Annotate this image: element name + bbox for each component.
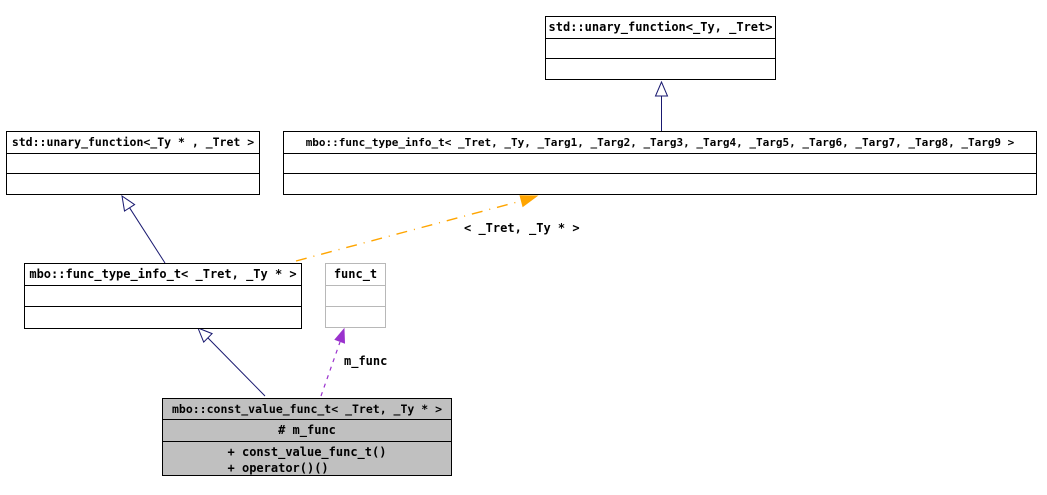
attribute-m-func: # m_func: [163, 420, 451, 442]
class-title: std::unary_function<_Ty, _Tret>: [546, 17, 775, 39]
class-title: std::unary_function<_Ty * , _Tret >: [7, 132, 259, 154]
methods-compartment: [25, 307, 301, 327]
methods-compartment: [284, 174, 1036, 194]
inheritance-arrow-functypeinfo-to-unaryfunction: [654, 80, 669, 131]
methods-compartment: [7, 174, 259, 194]
class-box-func-type-info-ptr[interactable]: mbo::func_type_info_t< _Tret, _Ty * >: [24, 263, 302, 329]
class-title: func_t: [326, 264, 385, 286]
method-operator-call: + operator()(): [227, 461, 329, 475]
attributes-compartment: [7, 154, 259, 174]
class-title: mbo::const_value_func_t< _Tret, _Ty * >: [163, 399, 451, 420]
class-box-const-value-func-t: mbo::const_value_func_t< _Tret, _Ty * > …: [162, 398, 452, 476]
attributes-compartment: [546, 39, 775, 59]
class-box-std-unary-function[interactable]: std::unary_function<_Ty, _Tret>: [545, 16, 776, 80]
class-box-func-t: func_t: [325, 263, 386, 328]
usage-arrow-m-func: [320, 327, 346, 397]
attributes-compartment: [284, 154, 1036, 174]
class-title: mbo::func_type_info_t< _Tret, _Ty * >: [25, 264, 301, 286]
template-args-label: < _Tret, _Ty * >: [464, 221, 580, 235]
methods-compartment: [546, 59, 775, 79]
usage-label-m-func: m_func: [344, 354, 388, 368]
class-box-std-unary-function-ptr[interactable]: std::unary_function<_Ty * , _Tret >: [6, 131, 260, 195]
inheritance-arrow-functypeinfoptr-to-unaryfunctionptr: [121, 194, 166, 264]
class-title: mbo::func_type_info_t< _Tret, _Ty, _Targ…: [284, 132, 1036, 154]
inheritance-arrow-constvaluefunc-to-functypeinfoptr: [197, 327, 266, 397]
attributes-compartment: [326, 286, 385, 307]
methods-compartment: [326, 307, 385, 327]
class-box-func-type-info-full[interactable]: mbo::func_type_info_t< _Tret, _Ty, _Targ…: [283, 131, 1037, 195]
methods-compartment: + const_value_func_t() + operator()(): [163, 442, 451, 476]
method-constructor: + const_value_func_t(): [227, 445, 387, 459]
attributes-compartment: [25, 286, 301, 307]
